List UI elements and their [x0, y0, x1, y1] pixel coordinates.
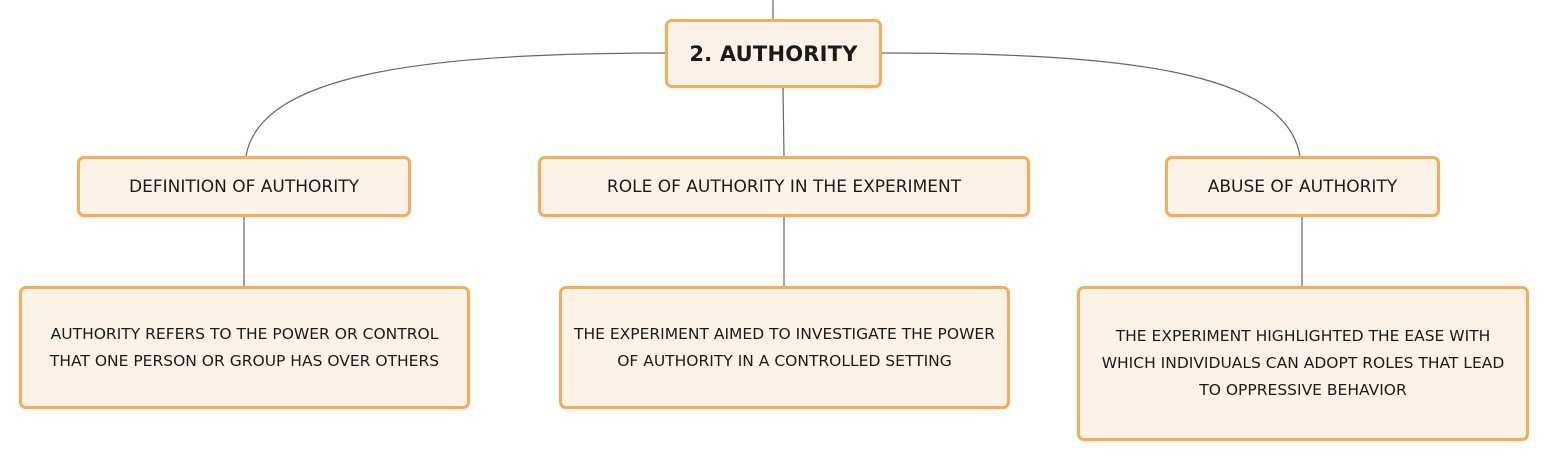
topic-node-role[interactable]: ROLE OF AUTHORITY IN THE EXPERIMENT	[538, 156, 1030, 217]
detail-node-abuse[interactable]: THE EXPERIMENT HIGHLIGHTED THE EASE WITH…	[1077, 286, 1529, 441]
root-node[interactable]: 2. AUTHORITY	[665, 19, 882, 88]
topic-label-definition: DEFINITION OF AUTHORITY	[128, 176, 360, 197]
connector-root-to-definition	[245, 52, 667, 157]
topic-label-abuse: ABUSE OF AUTHORITY	[1207, 176, 1398, 197]
detail-text-abuse: THE EXPERIMENT HIGHLIGHTED THE EASE WITH…	[1101, 327, 1505, 399]
detail-text-role: THE EXPERIMENT AIMED TO INVESTIGATE THE …	[573, 324, 995, 370]
topic-node-abuse[interactable]: ABUSE OF AUTHORITY	[1165, 156, 1440, 217]
connector-root-to-abuse	[880, 52, 1301, 157]
topic-label-role: ROLE OF AUTHORITY IN THE EXPERIMENT	[606, 176, 962, 197]
root-label: 2. AUTHORITY	[689, 41, 858, 66]
detail-node-definition[interactable]: AUTHORITY REFERS TO THE POWER OR CONTROL…	[19, 286, 470, 409]
topic-node-definition[interactable]: DEFINITION OF AUTHORITY	[77, 156, 411, 217]
detail-text-definition: AUTHORITY REFERS TO THE POWER OR CONTROL…	[49, 324, 440, 370]
connector-root-to-role	[782, 86, 785, 157]
detail-node-role[interactable]: THE EXPERIMENT AIMED TO INVESTIGATE THE …	[559, 286, 1010, 409]
